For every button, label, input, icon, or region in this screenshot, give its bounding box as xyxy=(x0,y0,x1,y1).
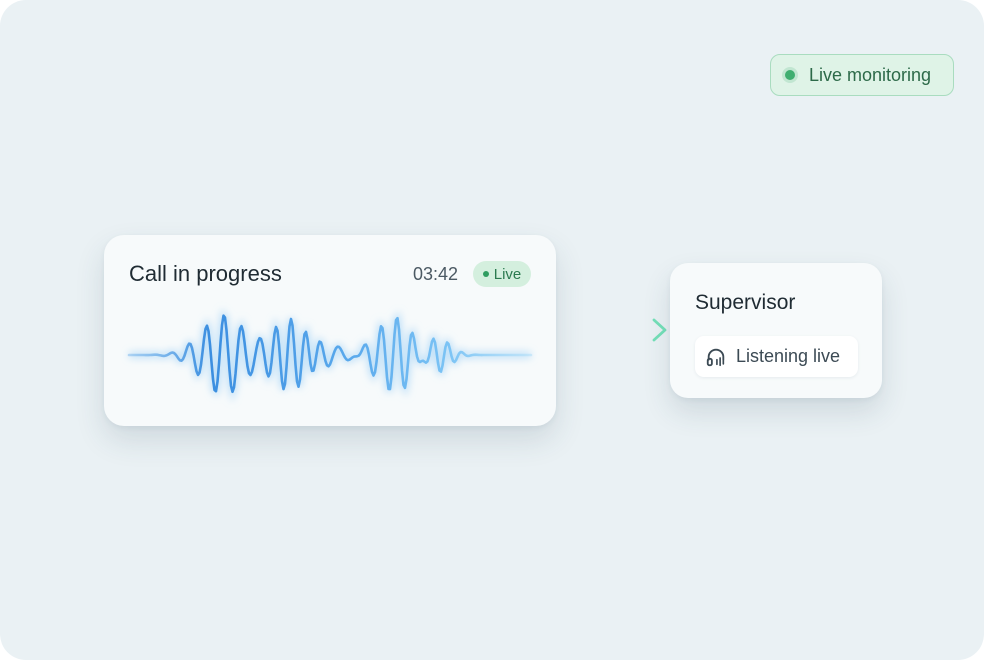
audio-waveform-icon xyxy=(127,308,533,403)
call-title: Call in progress xyxy=(129,261,282,286)
waveform-glow xyxy=(129,308,531,403)
supervisor-title: Supervisor xyxy=(695,291,796,314)
live-dot-icon xyxy=(482,271,489,277)
call-duration: 03:42 xyxy=(413,264,459,284)
status-dot-icon xyxy=(785,70,795,80)
live-status-badge: Live xyxy=(473,261,531,287)
headset-icon xyxy=(706,348,725,366)
waveform-line xyxy=(127,314,533,394)
live-status-label: Live xyxy=(493,265,522,283)
supervisor-card[interactable]: Supervisor Listening live xyxy=(670,263,882,398)
listening-status-label: Listening live xyxy=(736,346,841,366)
live-monitoring-label: Live monitoring xyxy=(809,64,932,85)
live-monitoring-badge: Live monitoring xyxy=(770,54,954,96)
listening-status: Listening live xyxy=(695,336,858,377)
arrow-right-icon xyxy=(556,318,667,342)
call-card[interactable]: Call in progress 03:42 Live xyxy=(104,235,556,426)
